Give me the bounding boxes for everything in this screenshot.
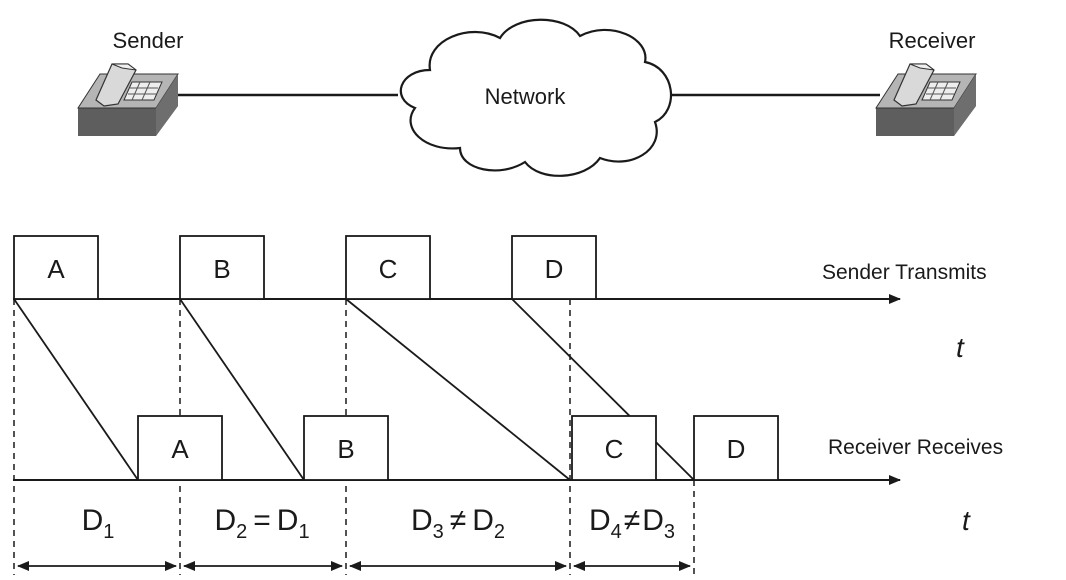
sent-packet: A [13,235,99,300]
transit-line-c [345,298,571,481]
sent-packet-label: B [213,254,230,284]
received-packet: D [693,415,779,481]
received-packet-label: A [171,434,189,464]
time-symbol-bottom: t [962,505,971,536]
sender-phone: Sender [77,28,184,136]
delay-label: D3≠D2 [411,504,505,543]
sent-packet-label: A [47,254,65,284]
received-packets: A B C D [137,415,779,481]
delay-label: D2=D1 [214,504,309,543]
received-packet: C [571,415,657,481]
received-packet: B [303,415,389,481]
transit-line-b [179,298,305,481]
received-packet-label: B [337,434,354,464]
sent-packet: C [345,235,431,300]
delay-label: D1 [82,504,115,543]
received-packet: A [137,415,223,481]
receiver-receives-label: Receiver Receives [828,436,1003,459]
sender-label: Sender [113,28,184,53]
sender-transmits-label: Sender Transmits [822,261,987,284]
received-packet-label: C [605,434,624,464]
delay-labels: D1 D2=D1 D3≠D2 D4≠D3 [82,504,675,543]
sent-packets: A B C D [13,235,597,300]
network-cloud: Network [399,18,673,177]
time-symbol-top: t [956,332,965,363]
telephone-icon [875,63,977,136]
receiver-phone: Receiver [875,28,977,136]
sent-packet-label: C [379,254,398,284]
sent-packet: B [179,235,265,300]
transit-line-d [511,298,695,481]
network-topology: Network Sender [77,18,977,177]
timing-diagram: A B C D A B [13,235,1003,575]
received-packet-label: D [727,434,746,464]
sent-packet-label: D [545,254,564,284]
transit-line-a [13,298,139,481]
delay-label: D4≠D3 [589,504,675,543]
transit-lines [13,298,695,481]
telephone-icon [77,63,179,136]
receiver-label: Receiver [889,28,976,53]
sent-packet: D [511,235,597,300]
network-label: Network [485,84,567,109]
